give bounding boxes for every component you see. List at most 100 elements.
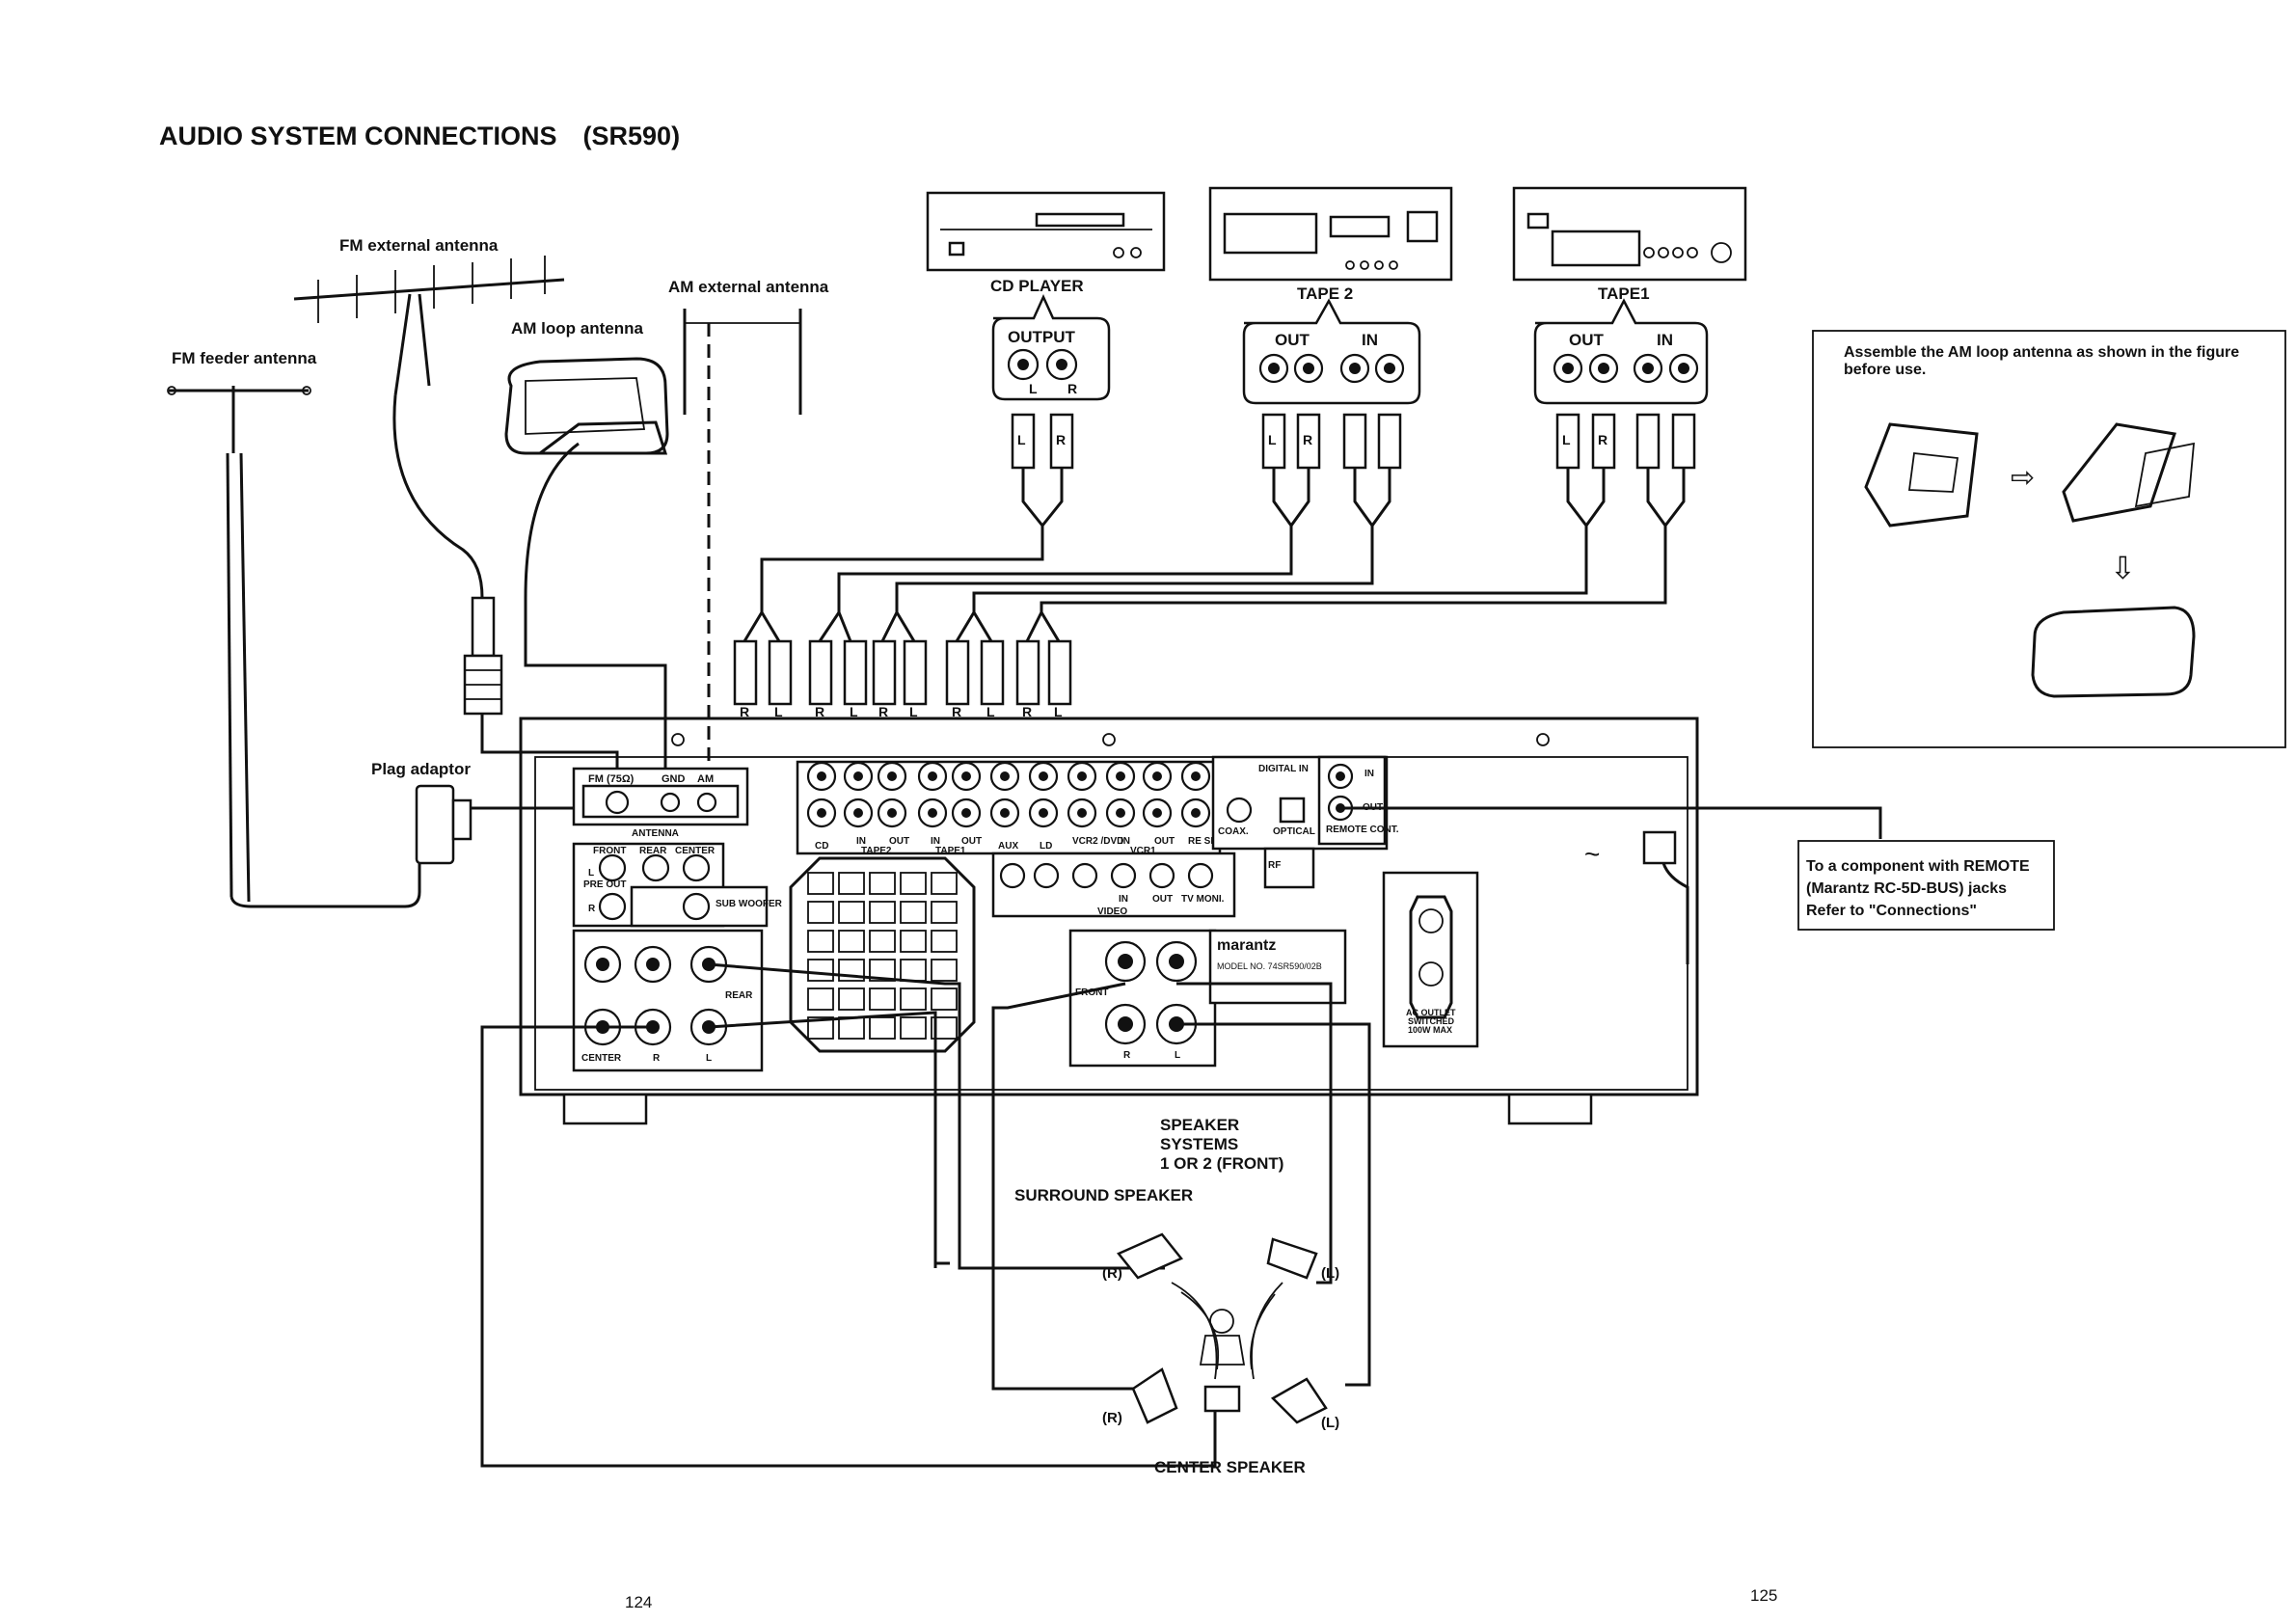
tape1-label: TAPE1	[1598, 284, 1650, 303]
vent-slot	[807, 930, 834, 953]
fm-feeder-antenna	[167, 386, 421, 908]
video-jacks	[991, 852, 1236, 918]
surround-speaker-label: SURROUND SPEAKER	[1014, 1186, 1193, 1204]
source-plugs	[1011, 413, 1696, 528]
preout-center-label: CENTER	[675, 846, 716, 856]
front-spk-label: FRONT	[1075, 987, 1108, 998]
rca-jack-center	[887, 771, 897, 781]
vent-slot	[838, 901, 865, 924]
vent-slot	[838, 872, 865, 895]
preout-rear-label: REAR	[639, 846, 667, 856]
remote-jacks	[1317, 755, 1387, 846]
input-sub-tape2: TAPE2	[861, 846, 892, 856]
preout-l-label: L	[588, 868, 594, 879]
antenna-terminals	[572, 767, 749, 826]
remote-in-label: IN	[1364, 769, 1374, 779]
rca-jack-center	[887, 808, 897, 818]
tape1-plug-r: R	[1598, 432, 1607, 447]
vent-slot	[900, 930, 927, 953]
vent-slot	[869, 872, 896, 895]
tape1-in-label: IN	[1657, 331, 1673, 349]
vent-slot	[900, 872, 927, 895]
tape1-out-label: OUT	[1569, 331, 1605, 349]
tape2-out-label: OUT	[1275, 331, 1310, 349]
tape1-jack-panel	[1533, 298, 1709, 405]
rx-plug-8: L	[986, 704, 995, 719]
spk-r-label: R	[653, 1053, 661, 1064]
vent-slot	[900, 901, 927, 924]
rca-jack-center	[817, 808, 826, 818]
rca-jack-center	[1116, 808, 1125, 818]
vent-slot	[869, 930, 896, 953]
am-loop-antenna	[504, 357, 669, 455]
preout-front-label: FRONT	[593, 846, 626, 856]
rca-jack-center	[1152, 771, 1162, 781]
preout-label: PRE OUT	[583, 879, 626, 890]
rca-jack-center	[928, 771, 937, 781]
cd-player-label: CD PLAYER	[990, 277, 1084, 295]
vent-slot	[900, 987, 927, 1011]
center-speaker-label: CENTER SPEAKER	[1154, 1458, 1306, 1476]
source-cables	[760, 526, 1667, 612]
remote-note-line1: To a component with REMOTE	[1806, 858, 2030, 875]
speaker-systems-line2: SYSTEMS	[1160, 1135, 1238, 1153]
audio-input-jacks	[796, 760, 1222, 855]
speaker-systems-line3: 1 OR 2 (FRONT)	[1160, 1154, 1283, 1173]
assemble-note-line2: before use.	[1844, 362, 1926, 378]
center-rear-speaker-terminals	[572, 929, 764, 1072]
vent-slot	[838, 930, 865, 953]
rx-plug-1: R	[740, 704, 749, 719]
vent-slot	[807, 959, 834, 982]
page-number-left: 124	[625, 1593, 652, 1611]
vent-grille	[789, 856, 976, 1053]
rca-jack-center	[961, 771, 971, 781]
tape1-deck	[1512, 186, 1747, 282]
input-label-aux: AUX	[998, 841, 1018, 852]
cd-output-label: OUTPUT	[1008, 328, 1076, 346]
spk-rear-label: REAR	[725, 990, 753, 1001]
fm-terminal-label: FM (75Ω)	[588, 773, 635, 785]
rx-plug-7: R	[952, 704, 961, 719]
input-label-vcr1-in: IN	[1121, 836, 1130, 847]
fm-external-cable	[392, 394, 484, 599]
rx-plug-9: R	[1022, 704, 1032, 719]
ac-outlet-label-2: SWITCHED	[1408, 1016, 1454, 1026]
rx-plug-10: L	[1054, 704, 1063, 719]
assemble-note-line1: Assemble the AM loop antenna as shown in…	[1844, 344, 2239, 361]
tape2-in-label: IN	[1362, 331, 1378, 349]
optical-label: OPTICAL	[1273, 826, 1315, 837]
cd-r-label: R	[1067, 381, 1077, 396]
cd-player	[926, 191, 1166, 272]
input-label-ld: LD	[1040, 841, 1052, 852]
vent-slot	[869, 1016, 896, 1040]
listening-area	[1171, 1282, 1283, 1380]
rca-jack-center	[817, 771, 826, 781]
front-spk-l-label: L	[1175, 1050, 1180, 1061]
arrow-right-icon: ⇨	[2011, 462, 2035, 494]
sub-woofer-label: SUB WOOFER	[716, 899, 783, 909]
fm-feeder-antenna-label: FM feeder antenna	[172, 349, 317, 367]
cd-plug-r: R	[1056, 432, 1066, 447]
rca-jack-center	[1077, 808, 1087, 818]
vent-slot	[869, 959, 896, 982]
cd-l-label: L	[1029, 381, 1038, 396]
plug-adaptor	[415, 784, 579, 865]
rx-plug-4: L	[850, 704, 858, 719]
rx-plug-6: L	[909, 704, 918, 719]
rca-jack-center	[853, 808, 863, 818]
vent-slot	[900, 1016, 927, 1040]
rx-plug-2: L	[774, 704, 783, 719]
rca-jack-center	[1116, 771, 1125, 781]
ac-outlet	[1382, 871, 1479, 1048]
tape2-deck	[1208, 186, 1453, 282]
cd-output-panel	[991, 293, 1111, 401]
gnd-terminal-label: GND	[662, 773, 686, 785]
rx-plug-5: R	[878, 704, 888, 719]
fm-external-antenna-label: FM external antenna	[339, 236, 499, 255]
preout-r-label: R	[588, 904, 596, 914]
model-number: MODEL NO. 74SR590/02B	[1217, 961, 1322, 971]
assemble-note-box: ⇨ ⇩	[1812, 330, 2286, 748]
video-tv-moni-label: TV MONI.	[1181, 894, 1225, 905]
rca-jack-center	[1077, 771, 1087, 781]
vent-slot	[838, 1016, 865, 1040]
